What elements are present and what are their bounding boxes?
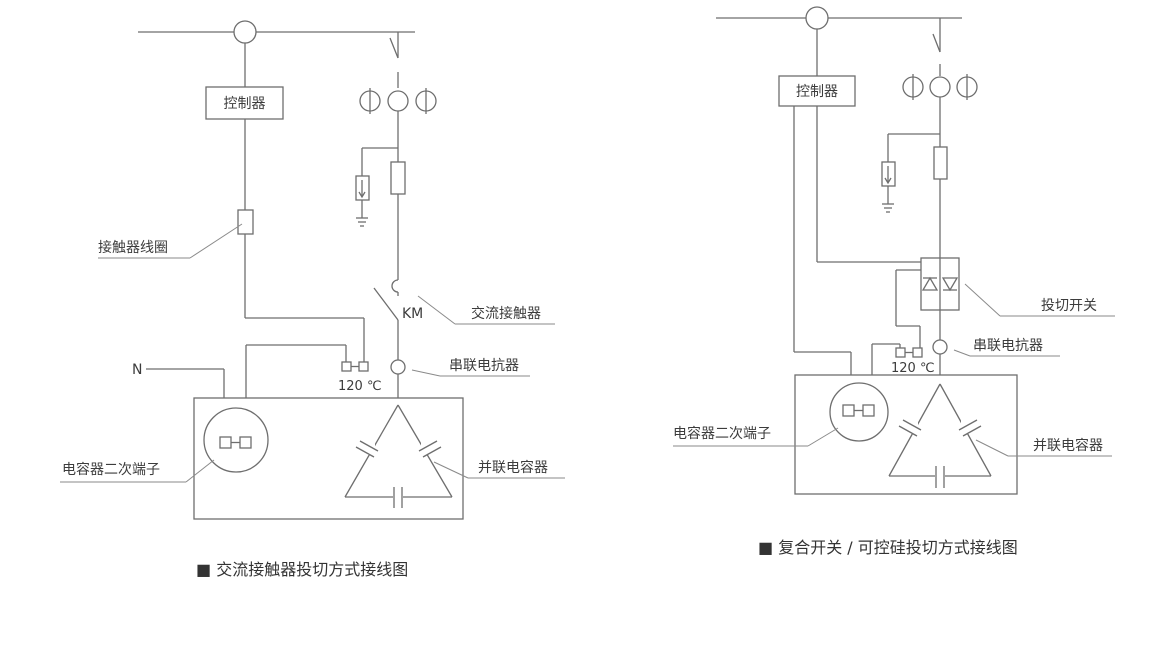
left-isolator-blade <box>389 37 399 59</box>
left-contactor-blade <box>373 287 399 321</box>
right-isolator-blade <box>932 33 941 53</box>
left-current-transformer <box>233 20 257 44</box>
right-reactor-label: 串联电抗器 <box>973 338 1043 354</box>
right-series-reactor <box>932 339 948 355</box>
left-terminal-label: 电容器二次端子 <box>62 461 160 478</box>
left-km-label: KM <box>402 306 423 322</box>
left-contactor-label: 交流接触器 <box>471 305 541 322</box>
left-terminal-circle <box>203 407 269 473</box>
left-neutral-label: N <box>132 362 142 378</box>
right-thyristor-icon <box>921 258 959 310</box>
left-terminal-a <box>219 436 232 449</box>
left-coil-pointer <box>189 223 243 259</box>
left-caption: ■ 交流接触器投切方式接线图 <box>196 560 408 579</box>
right-three-ct <box>902 74 978 100</box>
right-terminal-a <box>842 404 855 417</box>
right-delta-capacitor <box>888 383 992 488</box>
left-delta-capacitor <box>344 404 453 508</box>
left-capacitor-enclosure <box>193 397 464 520</box>
left-contactor-pointer <box>417 295 456 325</box>
left-three-ct <box>359 88 437 114</box>
left-ground-icon <box>356 217 368 227</box>
right-fuse <box>933 146 948 180</box>
right-terminal-circle <box>829 382 889 442</box>
left-fuse <box>390 161 406 195</box>
left-diagram: 控制器 接触器线圈 <box>60 20 565 579</box>
left-controller-box <box>205 86 284 120</box>
left-reactor-label: 串联电抗器 <box>449 358 519 374</box>
right-terminal-b <box>862 404 875 417</box>
left-temperature-label: 120 ℃ <box>338 379 382 394</box>
left-coil-label: 接触器线圈 <box>98 239 168 256</box>
right-ground-icon <box>882 203 894 213</box>
right-diagram: 控制器 <box>673 6 1115 557</box>
left-contactor-coil <box>237 209 254 235</box>
right-switch-label: 投切开关 <box>1041 298 1097 314</box>
left-thermal-terminal-b <box>358 361 369 372</box>
right-thermal-terminal-b <box>912 347 923 358</box>
left-capacitor-label: 并联电容器 <box>478 459 548 476</box>
right-controller-box <box>778 75 856 107</box>
left-series-reactor <box>390 359 406 375</box>
right-terminal-label: 电容器二次端子 <box>673 425 771 442</box>
right-caption: ■ 复合开关 / 可控硅投切方式接线图 <box>758 538 1018 557</box>
left-contactor-arc <box>391 279 399 293</box>
left-controller-label: 控制器 <box>224 96 266 112</box>
left-thermal-terminal-a <box>341 361 352 372</box>
right-capacitor-enclosure <box>794 374 1018 495</box>
right-controller-label: 控制器 <box>796 84 838 100</box>
right-current-transformer <box>805 6 829 30</box>
right-capacitor-label: 并联电容器 <box>1033 437 1103 454</box>
right-thermal-terminal-a <box>895 347 906 358</box>
right-temperature-label: 120 ℃ <box>891 361 935 376</box>
left-terminal-b <box>239 436 252 449</box>
